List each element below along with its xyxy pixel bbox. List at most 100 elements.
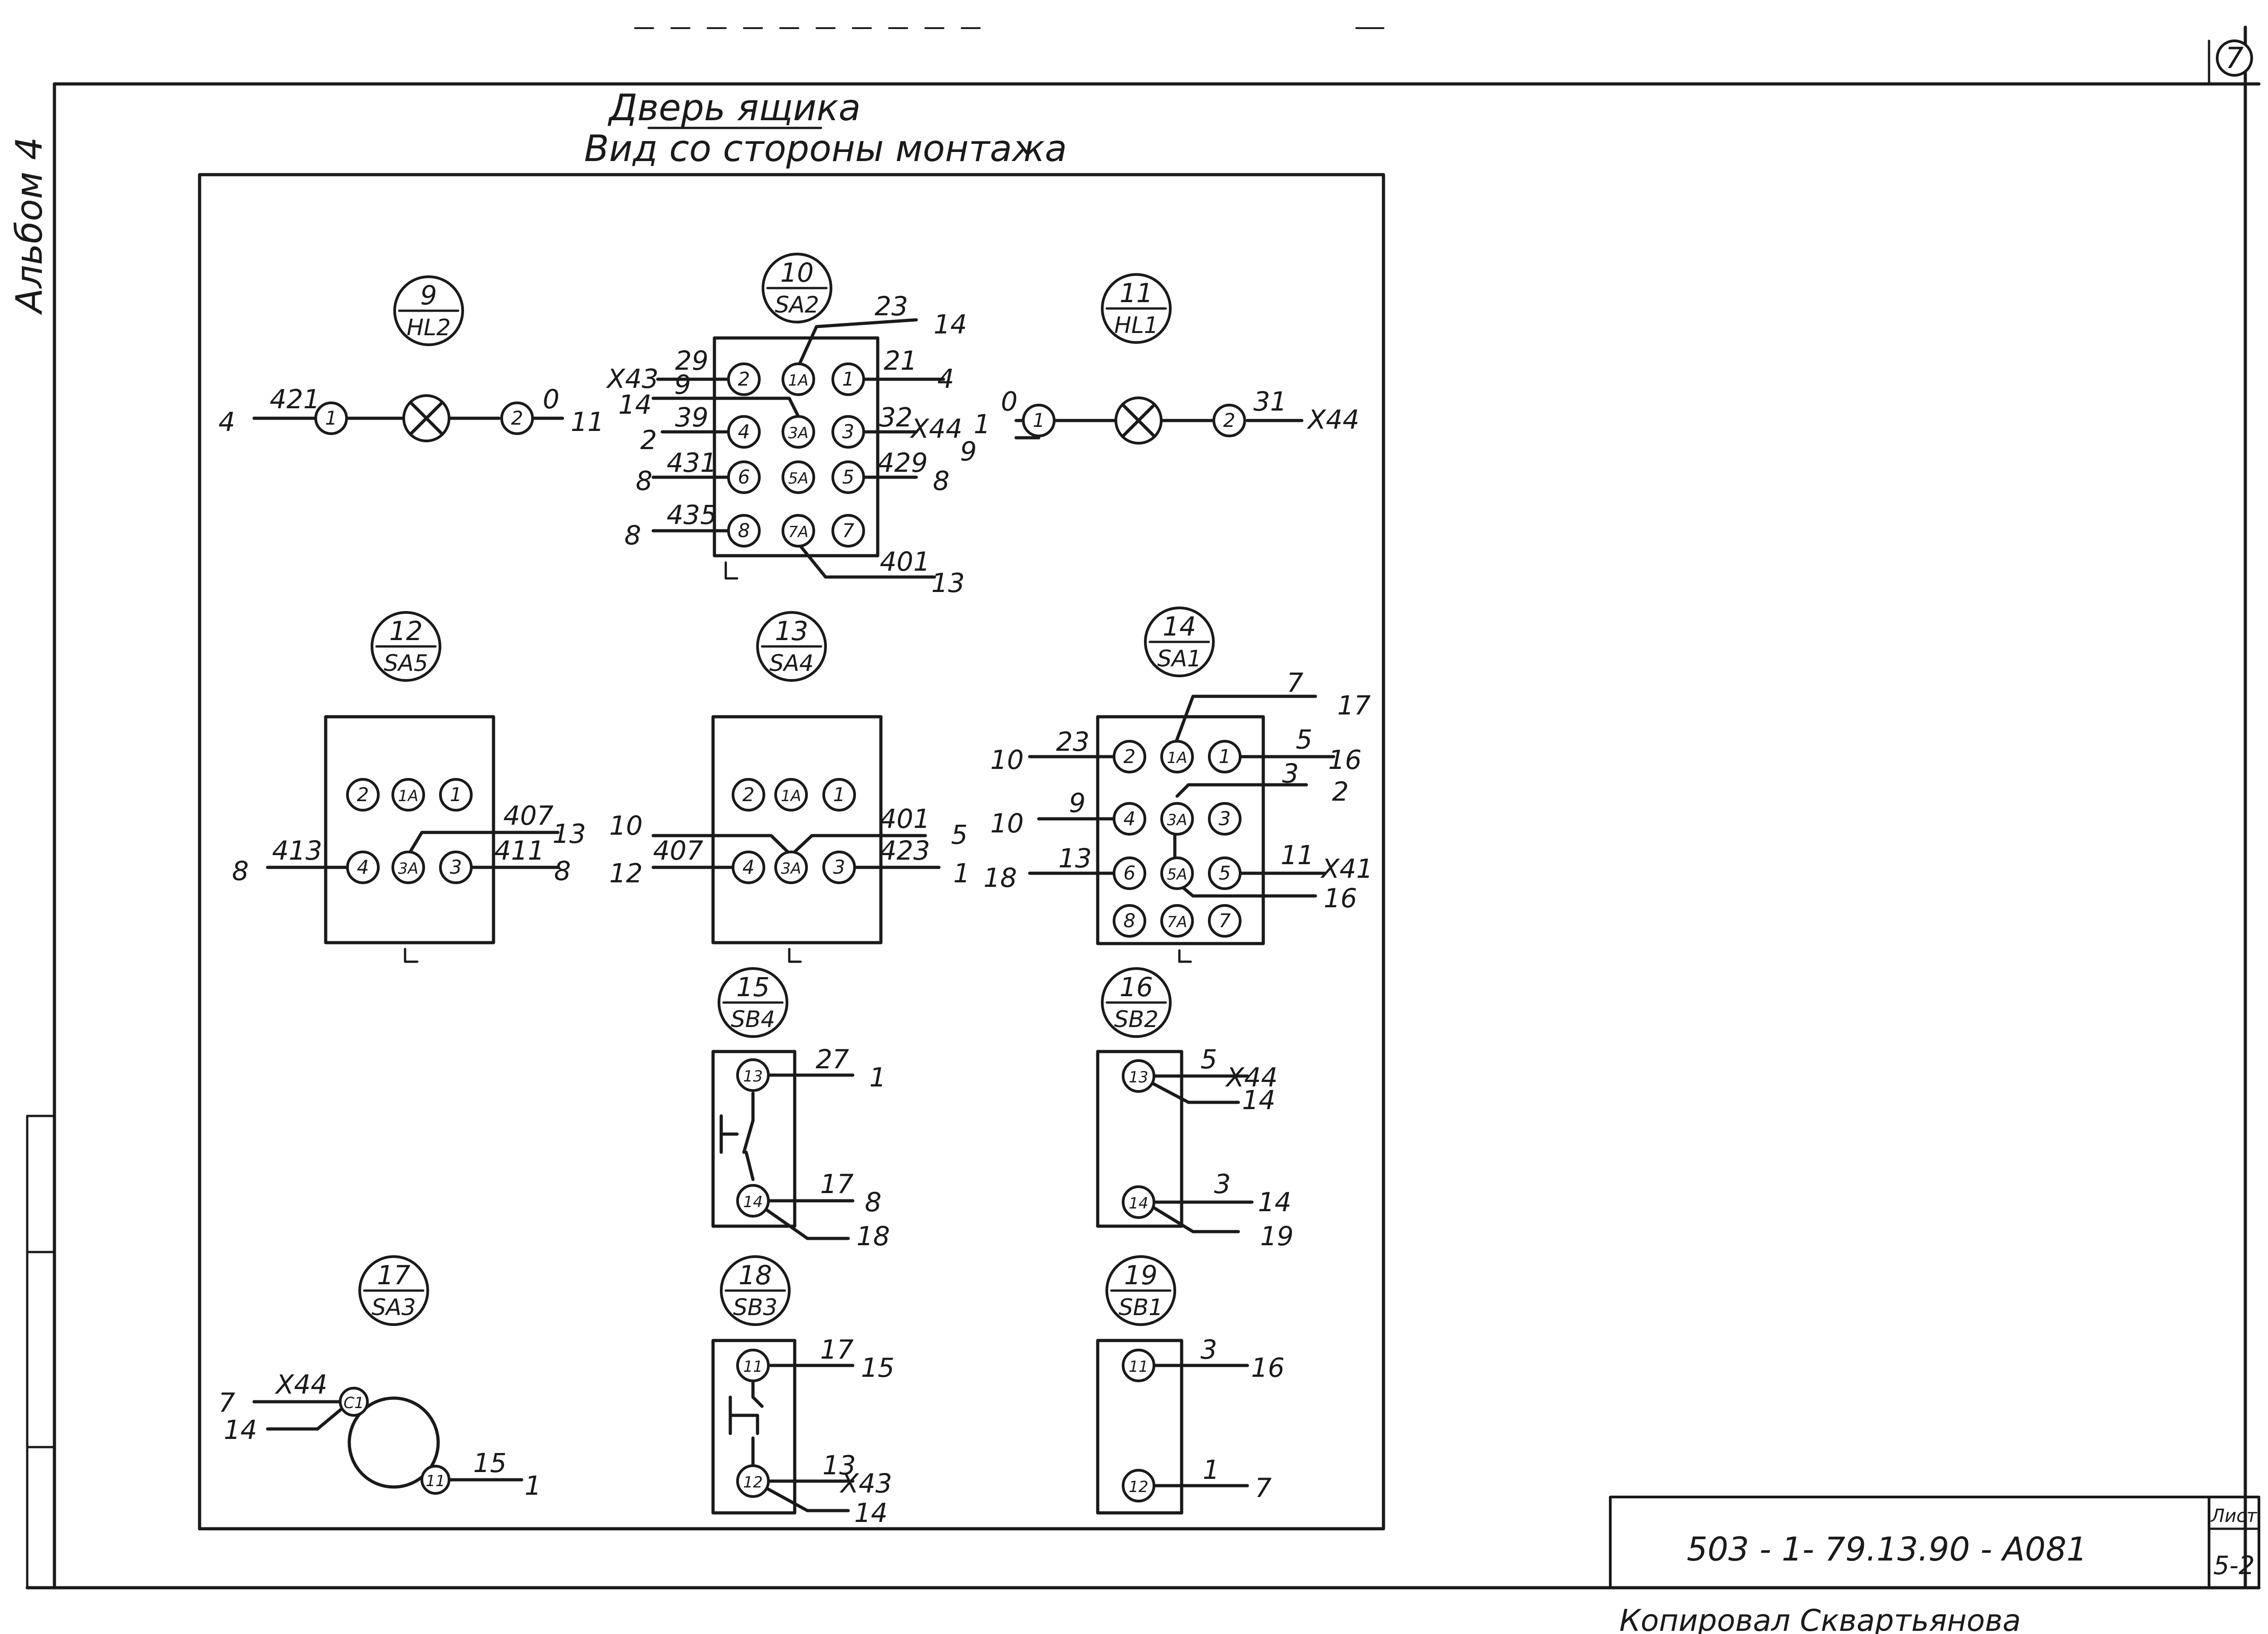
terminal-12-4 xyxy=(391,851,425,884)
wire-label-18-2: 13 xyxy=(822,1450,856,1481)
wire-label-14-6: 3 xyxy=(1282,758,1299,789)
wire-label-10-9: 2 xyxy=(640,425,657,455)
terminal-12-5 xyxy=(439,851,473,884)
device-19-body xyxy=(1096,1339,1183,1515)
terminal-15-1 xyxy=(736,1184,770,1218)
terminal-13-3 xyxy=(732,851,765,884)
wire-label-10-7: 14 xyxy=(618,389,652,420)
wire-label-18-1: 15 xyxy=(861,1352,894,1383)
wire-label-9-3: 11 xyxy=(571,406,604,437)
device-designation: SA4 xyxy=(769,650,814,676)
sheet-number: 5-2 xyxy=(2213,1551,2254,1580)
device-15-body xyxy=(711,1050,797,1228)
terminal-13-2 xyxy=(822,778,856,812)
wire-label-10-17: 8 xyxy=(625,520,641,551)
page-title: Дверь ящика xyxy=(607,87,860,129)
terminal-14-3 xyxy=(1113,802,1146,836)
terminal-label: 4 xyxy=(743,856,755,878)
device-position-number: 17 xyxy=(377,1260,411,1291)
terminal-10-0 xyxy=(727,362,761,396)
terminal-14-1 xyxy=(1160,740,1194,773)
wire-label-16-4: 14 xyxy=(1258,1187,1291,1218)
wire-label-9-2: 0 xyxy=(543,384,560,415)
terminal-label: 3 xyxy=(450,856,462,878)
terminal-label: 2 xyxy=(1124,745,1136,768)
wire-label-11-1: 1 xyxy=(974,409,991,440)
wire-label-14-14: 16 xyxy=(1324,883,1357,914)
terminal-12-0 xyxy=(346,778,380,812)
wire-label-16-5: 19 xyxy=(1260,1221,1294,1252)
sheet-label: Лист xyxy=(2210,1506,2258,1526)
terminal-10-11 xyxy=(831,514,865,548)
terminal-14-11 xyxy=(1208,904,1242,938)
device-11-hl1 xyxy=(1014,396,1304,445)
wire-label-17-4: 1 xyxy=(525,1470,542,1501)
terminal-10-3 xyxy=(727,415,761,449)
device-designation: SA2 xyxy=(775,292,819,318)
terminal-label: 2 xyxy=(738,368,750,390)
device-position-number: 12 xyxy=(389,616,423,646)
terminal-14-6 xyxy=(1113,856,1146,890)
terminal-10-6 xyxy=(727,460,761,494)
wire-label-12-1: 8 xyxy=(232,856,249,886)
terminal-label: 4 xyxy=(357,856,369,878)
terminal-label: 7 xyxy=(842,519,855,542)
wire-label-10-13: 8 xyxy=(636,465,653,496)
terminal-label: 4 xyxy=(738,421,750,443)
terminal-label: 3A xyxy=(781,860,802,878)
terminal-17-1 xyxy=(420,1465,450,1495)
wire-label-15-1: 1 xyxy=(870,1062,886,1093)
terminal-13-1 xyxy=(774,778,808,812)
terminal-label: 2 xyxy=(743,783,755,806)
device-designation: SB4 xyxy=(731,1006,775,1032)
terminal-label: 1 xyxy=(842,368,855,390)
wire-label-14-7: 2 xyxy=(1332,776,1349,807)
wire-label-15-0: 27 xyxy=(816,1044,849,1075)
terminal-14-8 xyxy=(1208,856,1242,890)
terminal-10-8 xyxy=(831,460,865,494)
device-designation: SB2 xyxy=(1114,1006,1158,1032)
terminal-16-1 xyxy=(1122,1185,1155,1219)
sheet-corner-circle xyxy=(2216,39,2253,77)
wire-label-10-15: 8 xyxy=(933,465,950,496)
terminal-label: 3A xyxy=(788,424,809,442)
device-position-number: 10 xyxy=(780,257,814,288)
device-position-number: 14 xyxy=(1163,611,1196,642)
wire-label-14-13: X41 xyxy=(1320,853,1373,884)
device-designation: SA1 xyxy=(1157,646,1202,672)
terminal-label: 7 xyxy=(1219,910,1231,932)
wire-label-13-6: 1 xyxy=(953,858,970,889)
wire-label-10-4: 21 xyxy=(884,345,917,376)
wire-label-16-3: 3 xyxy=(1214,1169,1231,1199)
terminal-label: 5 xyxy=(842,466,855,488)
wire-label-14-9: 10 xyxy=(990,808,1024,839)
device-13-body xyxy=(711,715,883,944)
terminal-label: 1 xyxy=(1033,409,1045,431)
wire-label-14-12: 11 xyxy=(1281,840,1314,871)
wire-label-14-11: 18 xyxy=(983,862,1017,893)
device-16-body xyxy=(1096,1050,1183,1228)
device-designation: SA3 xyxy=(371,1294,416,1321)
wire-label-12-2: 407 xyxy=(503,800,554,831)
terminal-14-9 xyxy=(1113,904,1146,938)
wire-label-9-0: 421 xyxy=(270,384,320,415)
terminal-label: 3A xyxy=(1167,811,1188,829)
wire-label-13-0: 10 xyxy=(609,810,643,841)
terminal-19-0 xyxy=(1122,1349,1155,1382)
terminal-14-5 xyxy=(1208,802,1242,836)
terminal-label: 3 xyxy=(1219,807,1231,830)
wire-label-13-2: 12 xyxy=(609,858,643,889)
terminal-19-1 xyxy=(1122,1469,1155,1502)
wire-label-16-2: 14 xyxy=(1242,1085,1276,1115)
terminal-label: 1A xyxy=(788,372,809,390)
terminal-12-1 xyxy=(391,778,425,812)
terminal-label: 3 xyxy=(833,856,846,878)
wire-label-14-2: 23 xyxy=(1056,726,1090,757)
wire-label-14-5: 16 xyxy=(1328,744,1362,775)
